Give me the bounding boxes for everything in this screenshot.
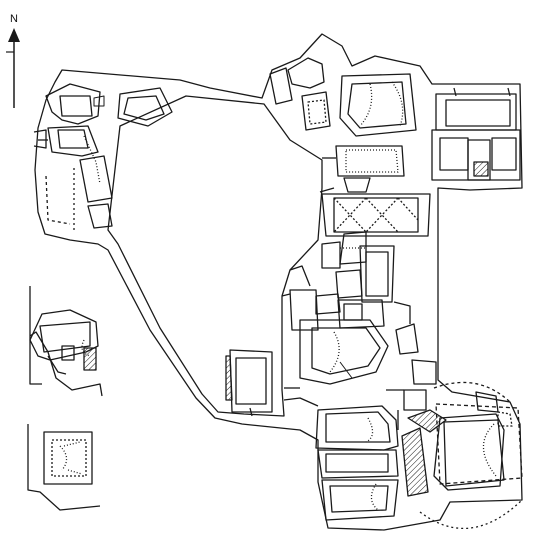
sw-gatehouse bbox=[225, 349, 273, 417]
outlying-tower bbox=[27, 424, 101, 511]
west-tower-group bbox=[33, 83, 173, 230]
north-gate-tower bbox=[269, 57, 331, 131]
south-rooms bbox=[315, 405, 399, 521]
middle-buildings bbox=[289, 231, 395, 331]
outlying-chapel bbox=[29, 286, 103, 397]
north-label: N bbox=[10, 13, 18, 25]
north-hall bbox=[339, 73, 417, 137]
curtain-wall-inner bbox=[107, 95, 323, 417]
curtain-wall-outer bbox=[34, 33, 523, 531]
staircases bbox=[401, 359, 447, 497]
central-hall bbox=[321, 145, 431, 237]
east-block bbox=[431, 87, 521, 181]
courtyard-walls bbox=[281, 157, 411, 430]
southeast-keep bbox=[419, 381, 523, 530]
north-arrow bbox=[6, 28, 20, 108]
south-chapel bbox=[299, 319, 419, 385]
